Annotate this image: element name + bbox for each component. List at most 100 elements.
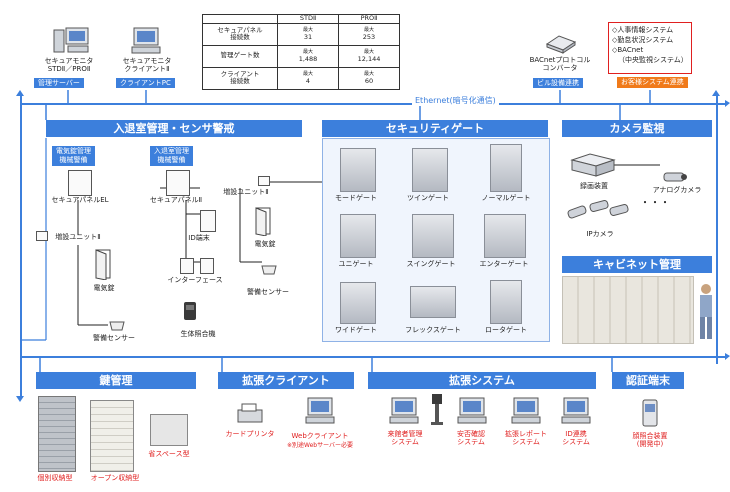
gate-image [412,148,448,192]
backbone-right [716,96,718,364]
spec-header-std: STDⅡ [277,14,339,24]
person-icon [700,284,712,339]
interface-box [180,258,194,274]
gate-label: フレックスゲート [405,326,461,334]
key-cabinet-image [38,396,76,472]
customer-item: ◇勤怠状況システム [612,36,674,44]
customer-item: （中央監視システム） [618,56,688,64]
spec-row-label: セキュアパネル 接続数 [202,22,278,46]
gate-label: ユニゲート [338,260,374,268]
ext-system-label: ID連携 システム [562,430,590,446]
customer-tag: お客様システム連携 [617,77,688,88]
spec-row-label: クライアント 接続数 [202,66,278,90]
face-auth-device-icon [642,399,658,427]
client-tag: クライアントPC [116,78,175,88]
card-printer-icon [237,403,263,423]
ext-system-label: 安否確認 システム [457,430,485,446]
entry-tag-left: 電気錠管理 機械警備 [52,146,95,166]
cabinet-photo [562,276,694,344]
expansion-unit-left-box [36,231,48,241]
spec-row-label: 管理ゲート数 [202,44,278,68]
analog-camera-icon [663,172,687,182]
entry-tag-right: 入退室管理 機械警備 [150,146,193,166]
key-label: 省スペース型 [148,450,190,458]
bio-reader-icon [184,302,196,320]
server-computer-icon [52,26,89,54]
key-cabinet-image [150,414,188,446]
secure-panel-el-box [68,170,92,196]
recorder-label: 録画装置 [580,182,608,190]
interface-box [200,258,214,274]
system-computer-icon [561,397,591,424]
server-tag: 管理サーバー [34,78,84,88]
ext-system-section-title: 拡張システム [368,372,596,389]
secure-panel-el-label: セキュアパネルEL [51,196,109,204]
bacnet-label: BACnetプロトコルコンバータ [529,56,591,72]
entry-section-title: 入退室管理・センサ警戒 [46,120,302,137]
door-icon [255,207,271,236]
bacnet-tag: ビル設備連携 [533,78,583,88]
ip-camera-label: IPカメラ [586,230,614,238]
web-client-label: Webクライアント [291,432,349,440]
camera-section-title: カメラ監視 [562,120,712,137]
auth-section-title: 認証端末 [612,372,684,389]
gate-image [490,280,522,324]
id-terminal-box [200,210,216,232]
ext-client-section-title: 拡張クライアント [218,372,354,389]
web-client-note: ※別途Webサーバー必要 [286,442,354,449]
cabinet-section-title: キャビネット管理 [562,256,712,273]
ethernet-line-bottom [20,356,725,358]
card-printer-label: カードプリンタ [225,430,275,438]
customer-item: ◇BACnet [612,46,644,54]
expansion-unit-top-label: 増設ユニットⅡ [223,188,269,196]
interface-label: インターフェース [167,276,223,284]
backbone-left-down [20,356,22,396]
monitor-client-label: セキュアモニタクライアントⅡ [122,57,172,73]
door-icon [95,249,111,280]
camera-dots: ・・・ [640,198,670,209]
gate-label: ワイドゲート [335,326,377,334]
secure-panel-ii-box [166,170,190,196]
gate-label: エンターゲート [479,260,529,268]
spec-header-pro: PROⅡ [338,14,400,24]
ext-system-label: 拡張レポート システム [505,430,547,446]
backbone-left [20,96,22,396]
key-section-title: 鍵管理 [36,372,196,389]
expansion-unit-left-label: 増設ユニットⅡ [55,233,101,241]
electric-lock-top-label: 電気錠 [254,240,276,248]
ext-system-label: 来館者管理 システム [387,430,423,446]
sensor-icon [261,265,277,275]
gate-image [412,214,454,258]
key-cabinet-image [90,400,134,472]
gate-image [410,286,456,318]
gate-label: ツインゲート [407,194,449,202]
auth-device-label: 顔照合装置 (開発中) [632,432,668,448]
recorder-icon [570,153,616,177]
electric-lock-left-label: 電気錠 [93,284,115,292]
gate-image [490,144,522,192]
sensor-left-label: 警備センサー [93,334,135,342]
bio-label: 生体照合機 [180,330,216,338]
client-computer-icon [130,26,161,54]
kiosk-icon [431,394,443,425]
gate-label: スイングゲート [406,260,456,268]
ethernet-line-top [20,103,725,105]
system-computer-icon [457,397,487,424]
id-terminal-label: ID端末 [188,234,210,242]
customer-systems-box [608,22,692,74]
gate-image [484,214,526,258]
sensor-right-label: 警備センサー [247,288,289,296]
secure-panel-ii-label: セキュアパネルⅡ [149,196,203,204]
spec-header-blank [202,14,278,24]
sensor-icon [109,321,125,331]
gate-label: ロータゲート [485,326,527,334]
expansion-unit-top-box [258,176,270,186]
